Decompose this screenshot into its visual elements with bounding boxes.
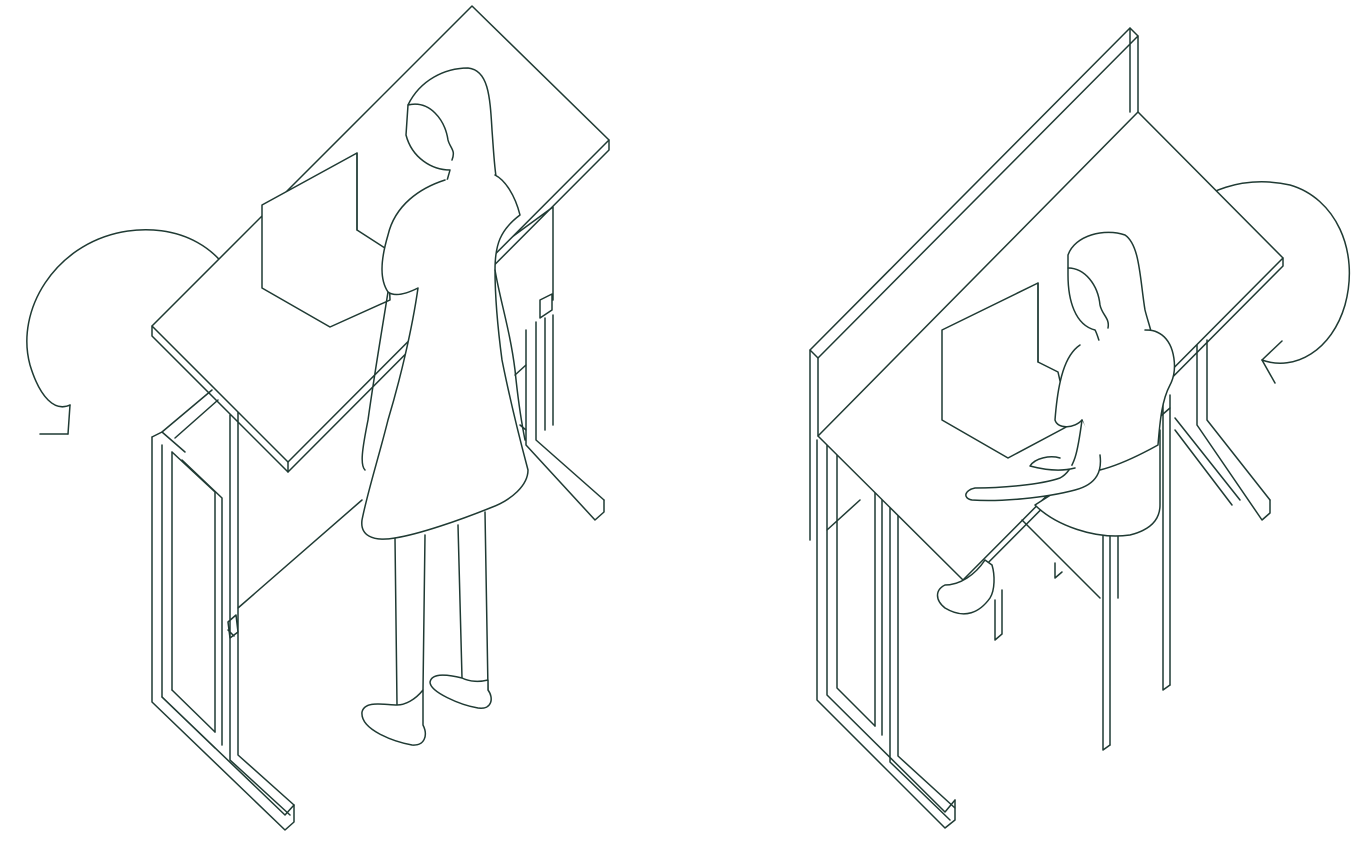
seated-scene bbox=[810, 28, 1349, 828]
standing-scene bbox=[27, 6, 609, 830]
tilted-desktop-icon bbox=[152, 6, 609, 472]
